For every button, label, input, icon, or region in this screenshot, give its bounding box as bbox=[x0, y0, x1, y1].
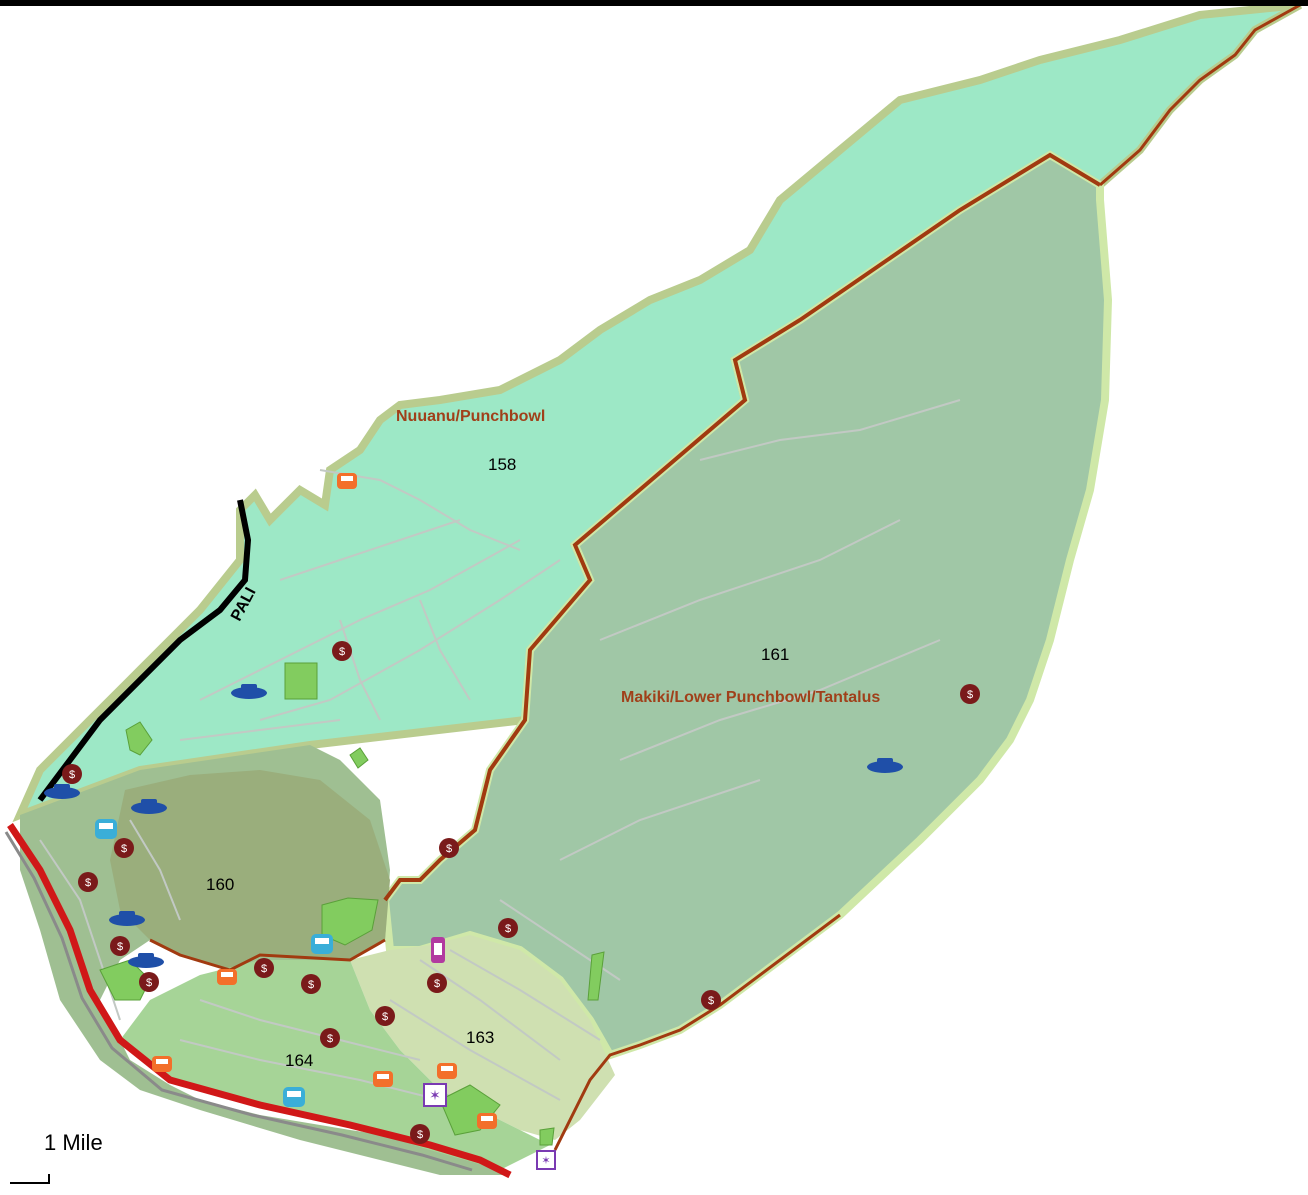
svg-text:$: $ bbox=[505, 923, 511, 935]
vehicle-icon[interactable] bbox=[311, 934, 333, 954]
region-label-nuuanu: Nuuanu/Punchbowl bbox=[396, 408, 546, 425]
car-theft-icon[interactable] bbox=[217, 969, 237, 985]
boundary-line bbox=[383, 152, 1102, 902]
vehicle-icon[interactable] bbox=[95, 819, 117, 839]
police-car-icon[interactable] bbox=[109, 911, 145, 926]
police-car-icon[interactable] bbox=[44, 784, 80, 799]
vehicle-icon[interactable] bbox=[283, 1087, 305, 1107]
boundary-line-east bbox=[1099, 3, 1301, 187]
svg-text:$: $ bbox=[146, 977, 152, 989]
scale-bar-line bbox=[10, 1174, 50, 1184]
car-theft-icon[interactable] bbox=[477, 1113, 497, 1129]
district-163-area[interactable] bbox=[350, 935, 615, 1140]
svg-text:$: $ bbox=[382, 1011, 388, 1023]
money-bag-icon[interactable]: $ bbox=[110, 936, 130, 956]
money-bag-icon[interactable]: $ bbox=[139, 972, 159, 992]
money-bag-icon[interactable]: $ bbox=[254, 958, 274, 978]
money-bag-icon[interactable]: $ bbox=[301, 974, 321, 994]
money-bag-icon[interactable]: $ bbox=[439, 838, 459, 858]
money-bag-icon[interactable]: $ bbox=[375, 1006, 395, 1026]
tract-label: 164 bbox=[285, 1051, 314, 1070]
svg-text:$: $ bbox=[967, 689, 973, 701]
graffiti-icon[interactable] bbox=[431, 937, 445, 963]
money-bag-icon[interactable]: $ bbox=[114, 838, 134, 858]
svg-text:$: $ bbox=[434, 978, 440, 990]
svg-text:$: $ bbox=[121, 843, 127, 855]
scale-bar: 1 Mile bbox=[10, 1128, 130, 1188]
police-car-icon[interactable] bbox=[231, 684, 267, 699]
svg-text:$: $ bbox=[308, 979, 314, 991]
car-theft-icon[interactable] bbox=[337, 473, 357, 489]
svg-text:$: $ bbox=[339, 646, 345, 658]
boundary-line-south bbox=[553, 913, 841, 1151]
money-bag-icon[interactable]: $ bbox=[427, 973, 447, 993]
svg-text:$: $ bbox=[327, 1033, 333, 1045]
svg-text:✶: ✶ bbox=[541, 1154, 550, 1167]
tract-label: 158 bbox=[488, 455, 517, 474]
svg-text:✶: ✶ bbox=[429, 1088, 441, 1104]
scale-label: 1 Mile bbox=[44, 1130, 103, 1155]
money-bag-icon[interactable]: $ bbox=[960, 684, 980, 704]
car-theft-icon[interactable] bbox=[437, 1063, 457, 1079]
svg-text:$: $ bbox=[261, 963, 267, 975]
svg-text:$: $ bbox=[85, 877, 91, 889]
pali-highway bbox=[37, 499, 252, 802]
money-bag-icon[interactable]: $ bbox=[410, 1124, 430, 1144]
money-bag-icon[interactable]: $ bbox=[320, 1028, 340, 1048]
money-bag-icon[interactable]: $ bbox=[78, 872, 98, 892]
svg-text:$: $ bbox=[417, 1129, 423, 1141]
car-theft-icon[interactable] bbox=[152, 1056, 172, 1072]
money-bag-icon[interactable]: $ bbox=[62, 764, 82, 784]
police-car-icon[interactable] bbox=[867, 758, 903, 773]
car-theft-icon[interactable] bbox=[373, 1071, 393, 1087]
boundary-line-160 bbox=[149, 938, 386, 972]
police-car-icon[interactable] bbox=[128, 953, 164, 968]
money-bag-icon[interactable]: $ bbox=[332, 641, 352, 661]
money-bag-icon[interactable]: $ bbox=[701, 990, 721, 1010]
freeway-shadow bbox=[4, 831, 473, 1172]
district-164-area[interactable] bbox=[120, 960, 550, 1170]
freeway bbox=[7, 823, 512, 1179]
tract-label: 161 bbox=[761, 645, 790, 664]
vandalism-icon[interactable]: ✶ bbox=[423, 1083, 447, 1107]
tract-label: 160 bbox=[206, 875, 235, 894]
tract-label: 163 bbox=[466, 1028, 495, 1047]
police-car-icon[interactable] bbox=[131, 799, 167, 814]
svg-text:$: $ bbox=[69, 769, 75, 781]
vandalism-icon[interactable]: ✶ bbox=[536, 1150, 556, 1170]
region-label-makiki: Makiki/Lower Punchbowl/Tantalus bbox=[621, 689, 881, 706]
roads bbox=[39, 399, 961, 1101]
svg-text:$: $ bbox=[708, 995, 714, 1007]
parks bbox=[99, 662, 605, 1146]
svg-text:$: $ bbox=[117, 941, 123, 953]
money-bag-icon[interactable]: $ bbox=[498, 918, 518, 938]
svg-text:$: $ bbox=[446, 843, 452, 855]
incident-markers[interactable]: $ $ $ $ $ $ $ $ $ $ $ $ $ $ $ $ bbox=[44, 473, 980, 1170]
top-border bbox=[0, 0, 1308, 6]
